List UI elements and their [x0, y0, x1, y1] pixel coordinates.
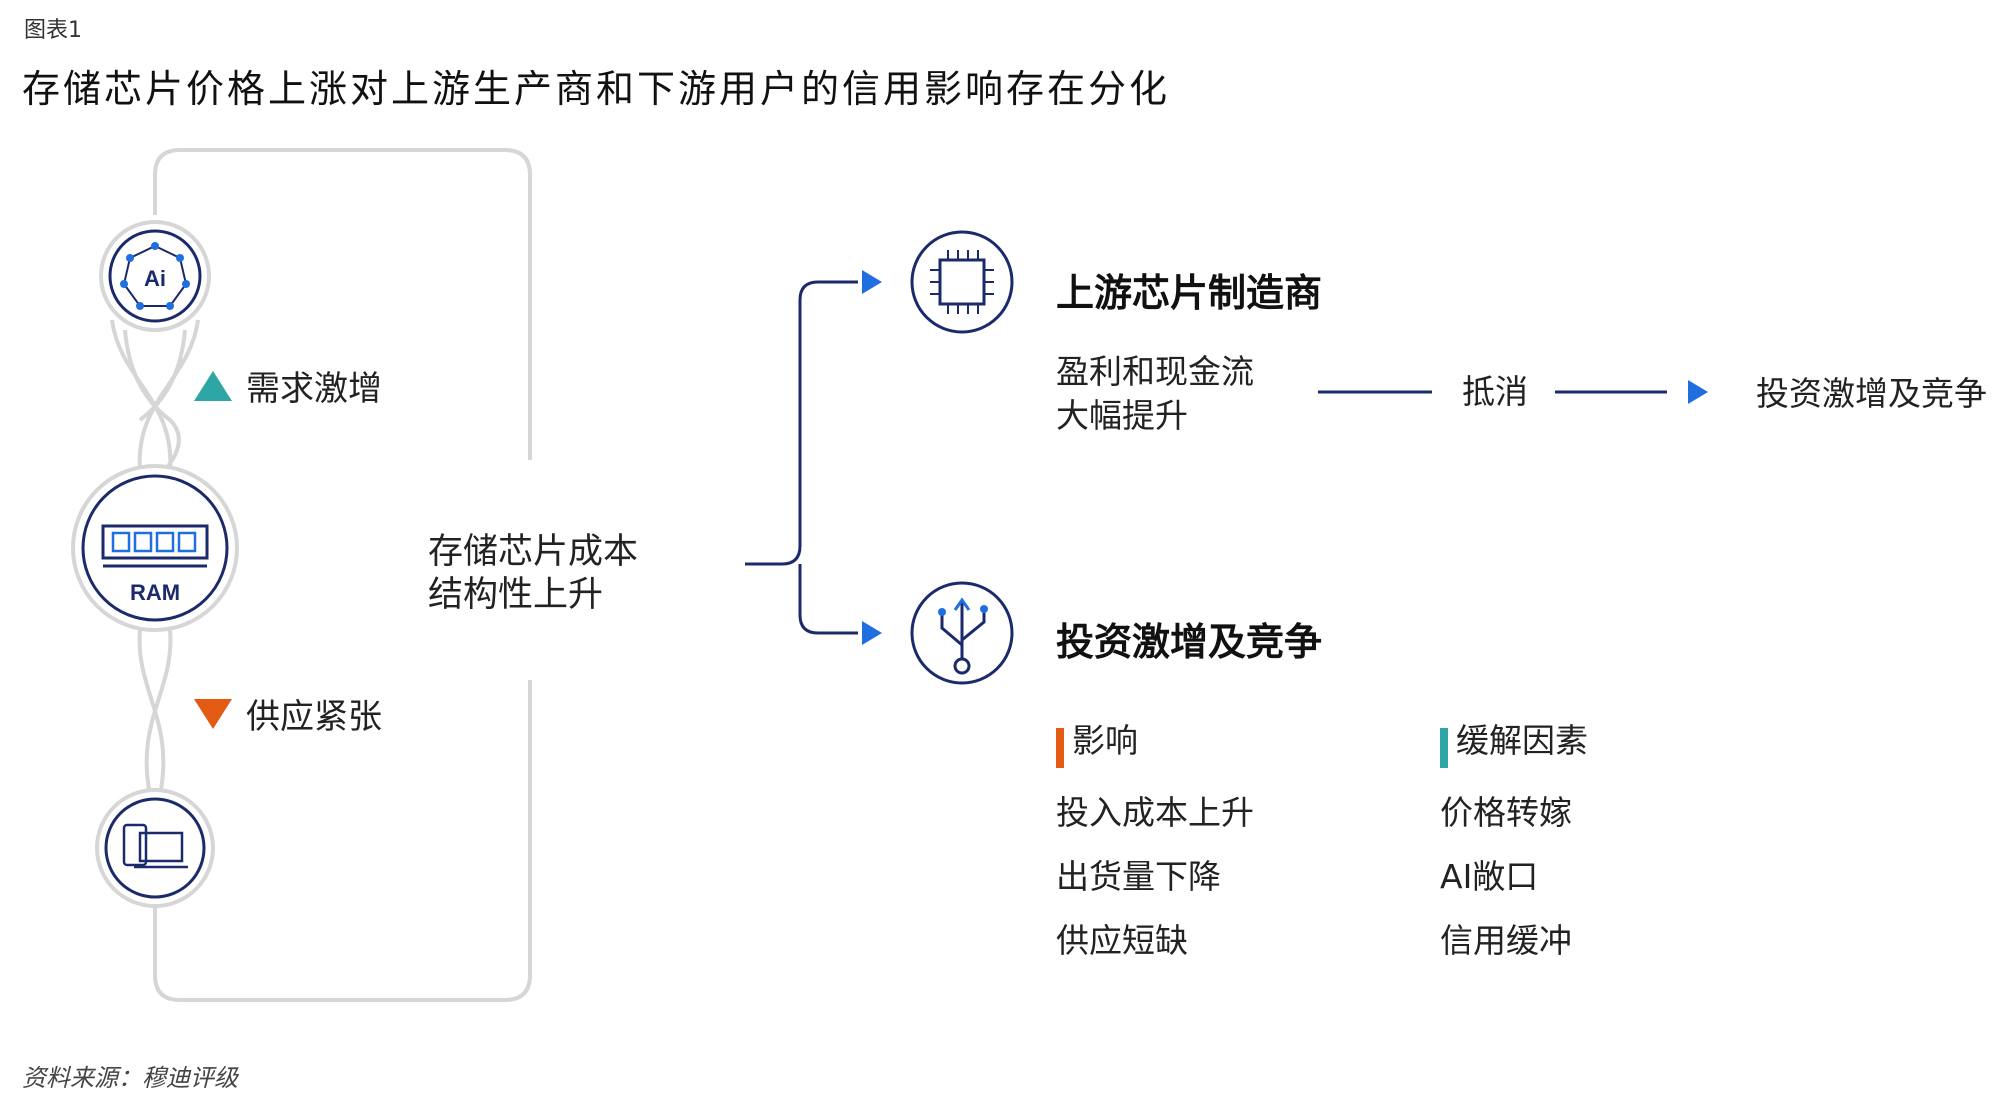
- left-bracket-outline: [153, 148, 532, 460]
- mitigation-marker: [1440, 727, 1448, 768]
- offset-label: 抵消: [1462, 372, 1528, 411]
- impact-item: 投入成本上升: [1056, 793, 1254, 832]
- downstream-heading: 投资激增及竞争: [1056, 620, 1323, 664]
- mitigation-item: AI敞口: [1440, 857, 1539, 896]
- connector-ai-ram-right: [137, 319, 200, 471]
- connector-ram-device-left: [137, 629, 166, 796]
- impact-item: 出货量下降: [1056, 857, 1221, 896]
- arrow-to-upstream: [862, 270, 882, 294]
- arrow-to-result: [1688, 380, 1708, 404]
- center-line-1: 存储芯片成本: [428, 532, 639, 572]
- supply-row: 供应紧张: [194, 689, 382, 738]
- arrow-to-downstream: [862, 621, 882, 645]
- upstream-profit-line-1: 盈利和现金流: [1056, 352, 1254, 391]
- ai-icon-label: Ai: [144, 266, 166, 291]
- impact-marker: [1056, 727, 1064, 768]
- down-triangle-icon: [194, 698, 232, 729]
- center-line-2: 结构性上升: [428, 575, 604, 615]
- usb-branch-icon: [910, 581, 1014, 685]
- up-triangle-icon: [194, 370, 232, 401]
- mitigation-header-label: 缓解因素: [1456, 721, 1588, 760]
- mitigation-header: 缓解因素: [1440, 714, 1588, 768]
- cpu-chip-icon: [910, 230, 1014, 334]
- laptop-phone-icon: [95, 788, 215, 908]
- figure-title: 存储芯片价格上涨对上游生产商和下游用户的信用影响存在分化: [22, 67, 1171, 111]
- impact-header: 影响: [1056, 714, 1138, 768]
- left-bracket-outline-bottom: [153, 680, 532, 1002]
- center-brace: [745, 280, 858, 635]
- source-note: 资料来源：穆迪评级: [22, 1064, 238, 1092]
- upstream-heading: 上游芯片制造商: [1056, 271, 1323, 315]
- demand-label: 需求激增: [246, 369, 382, 409]
- impact-item: 供应短缺: [1056, 921, 1188, 960]
- connector-ram-device-right: [144, 629, 173, 796]
- result-label: 投资激增及竞争: [1756, 374, 1987, 413]
- connector-ai-ram-left: [110, 319, 173, 471]
- upstream-profit-line-2: 大幅提升: [1056, 396, 1188, 435]
- ram-chip-icon: RAM: [71, 464, 239, 632]
- figure-label: 图表1: [24, 18, 82, 43]
- impact-header-label: 影响: [1072, 721, 1138, 760]
- left-column-connector: [123, 329, 187, 472]
- supply-label: 供应紧张: [246, 697, 382, 737]
- mitigation-item: 信用缓冲: [1440, 921, 1572, 960]
- demand-row: 需求激增: [194, 361, 382, 410]
- mitigation-item: 价格转嫁: [1440, 793, 1572, 832]
- ai-network-icon: Ai: [99, 220, 211, 332]
- ram-icon-label: RAM: [130, 580, 180, 605]
